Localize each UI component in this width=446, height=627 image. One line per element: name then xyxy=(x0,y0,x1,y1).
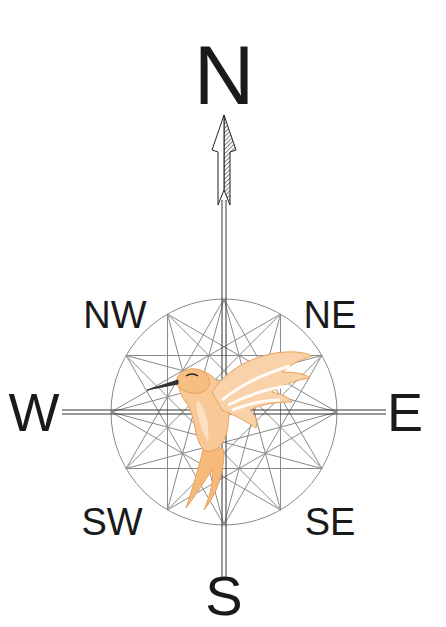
star-line xyxy=(168,412,338,510)
southwest-label: SW xyxy=(81,503,142,541)
needle xyxy=(62,200,386,580)
north-arrowhead xyxy=(212,115,236,205)
hummingbird xyxy=(147,352,312,510)
star-line xyxy=(126,412,337,469)
north-label: N xyxy=(194,33,255,117)
star-line xyxy=(167,314,168,510)
southeast-label: SE xyxy=(305,503,356,541)
star-line xyxy=(280,314,281,510)
star-line xyxy=(168,314,322,468)
south-label: S xyxy=(205,568,242,624)
northwest-label: NW xyxy=(83,296,146,334)
west-label: W xyxy=(9,385,60,439)
star-line xyxy=(126,468,322,469)
northeast-label: NE xyxy=(304,296,357,334)
east-label: E xyxy=(387,385,423,439)
